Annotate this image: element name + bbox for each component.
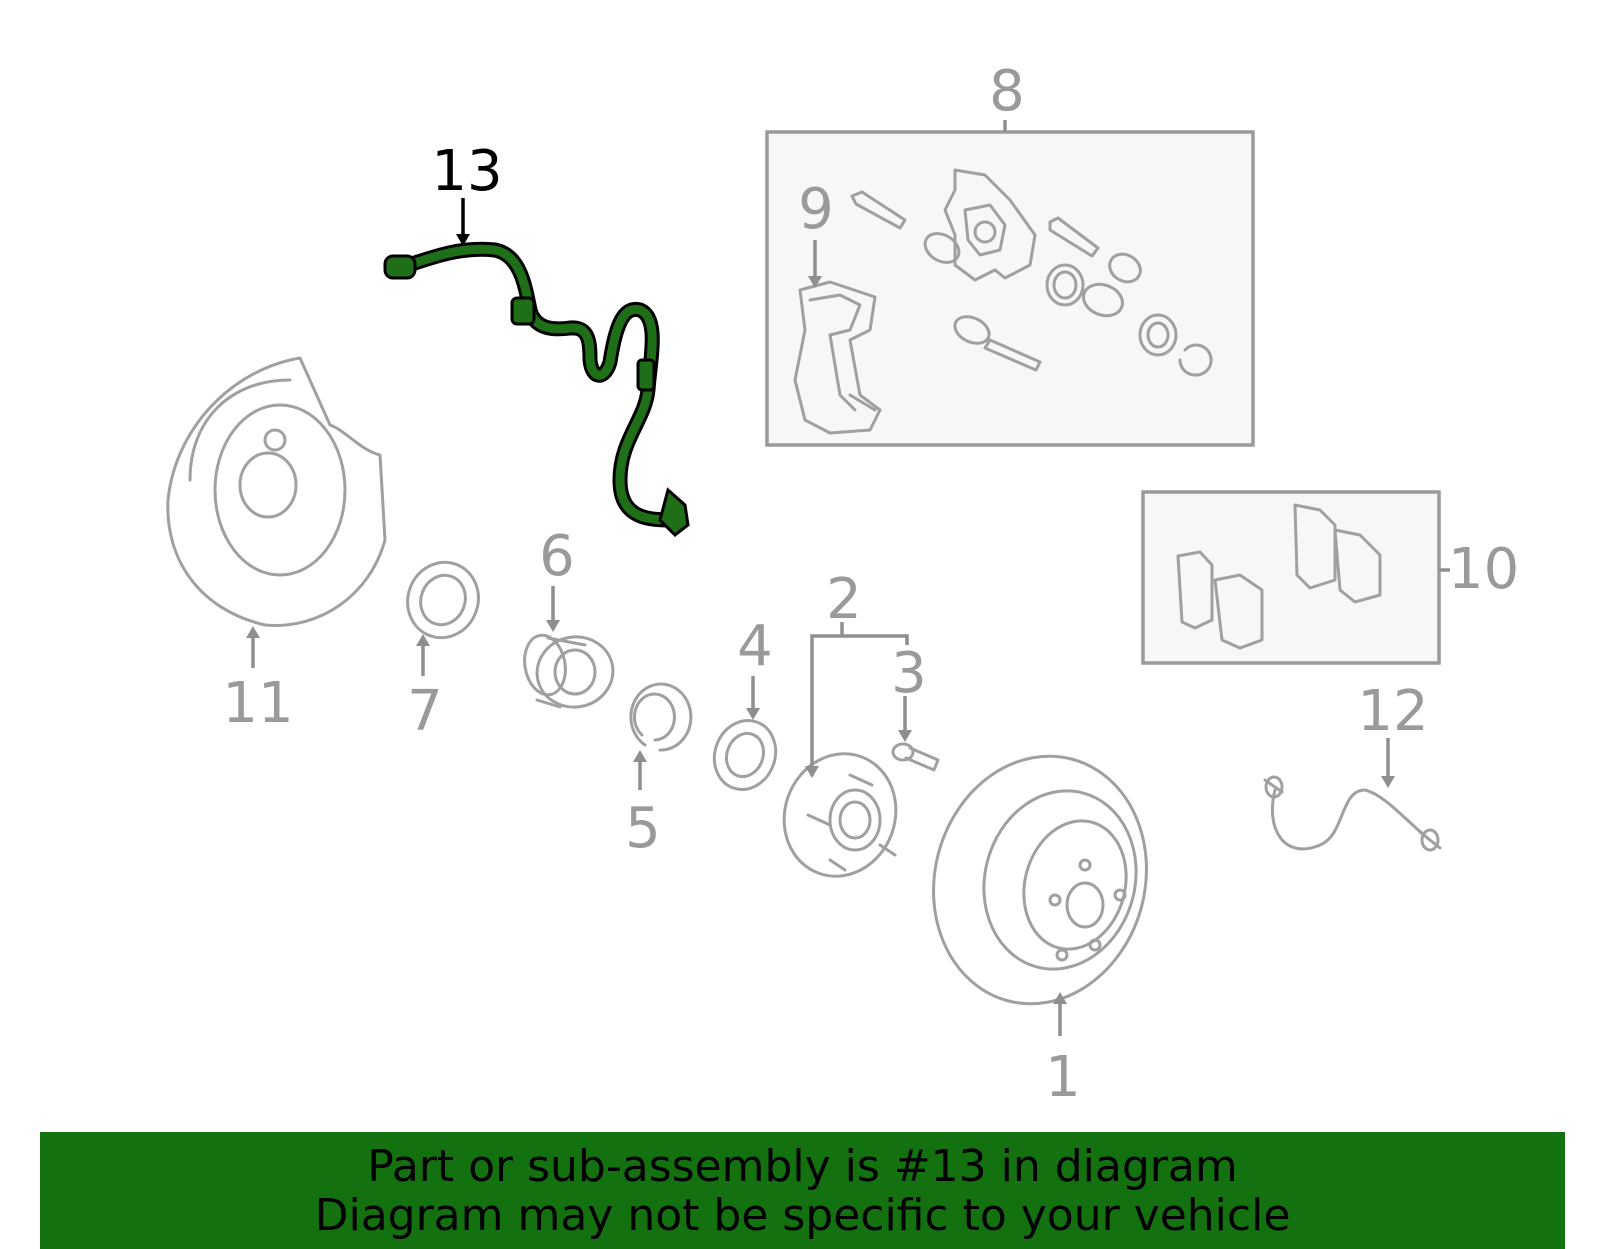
guide-pin-right — [1048, 216, 1100, 258]
callout-11[interactable]: 11 — [222, 671, 293, 736]
boot-1 — [923, 232, 961, 264]
pad-kit-box — [1141, 490, 1441, 665]
hub-part-2[interactable] — [767, 738, 913, 892]
bearing-part-6[interactable] — [520, 631, 618, 713]
callout-12[interactable]: 12 — [1357, 679, 1428, 744]
footer-line-1: Part or sub-assembly is #13 in diagram — [367, 1141, 1238, 1192]
arrow-1 — [1053, 992, 1067, 1004]
abs-sensor-part-13[interactable] — [383, 241, 690, 537]
seal-part-4[interactable] — [705, 712, 785, 798]
rotor-part-1[interactable] — [906, 732, 1174, 1028]
seal-part-7[interactable] — [397, 552, 489, 647]
arrow-6 — [546, 620, 560, 632]
boot-2 — [1108, 252, 1142, 284]
arrow-4 — [746, 708, 760, 720]
caliper-bracket-part-9[interactable] — [793, 280, 882, 435]
snap-ring-part-5[interactable] — [629, 682, 693, 752]
callout-9[interactable]: 9 — [798, 177, 834, 242]
callout-6[interactable]: 6 — [539, 524, 575, 589]
backing-plate-part-11[interactable] — [166, 356, 387, 627]
brake-pads — [1176, 503, 1382, 650]
footer-line-2: Diagram may not be specific to your vehi… — [314, 1190, 1291, 1241]
arrow-5 — [633, 750, 647, 762]
callout-3[interactable]: 3 — [891, 641, 927, 706]
caliper-body — [943, 168, 1037, 282]
guide-pin-lower — [953, 315, 1042, 372]
callout-10[interactable]: 10 — [1448, 537, 1519, 602]
callout-4[interactable]: 4 — [737, 614, 773, 679]
callout-13[interactable]: 13 — [431, 139, 502, 204]
arrow-13 — [456, 234, 470, 246]
footer-banner: Part or sub-assembly is #13 in diagram D… — [40, 1132, 1565, 1249]
arrow-7 — [416, 634, 430, 646]
callout-5[interactable]: 5 — [625, 796, 661, 861]
arrow-12 — [1381, 776, 1395, 788]
arrow-2 — [805, 766, 819, 778]
piston-seal — [1045, 263, 1085, 307]
piston — [1082, 282, 1124, 318]
arrow-3 — [898, 730, 912, 742]
callout-2[interactable]: 2 — [826, 567, 862, 632]
brake-hose-part-12[interactable] — [1263, 775, 1442, 852]
leader-2-3 — [810, 634, 909, 776]
callout-7[interactable]: 7 — [407, 679, 443, 744]
callout-8[interactable]: 8 — [989, 59, 1025, 124]
callout-1[interactable]: 1 — [1045, 1045, 1081, 1110]
clip-ring — [1178, 343, 1213, 377]
arrow-9 — [808, 276, 822, 288]
dust-boot — [1138, 313, 1178, 357]
caliper-kit-box — [765, 130, 1255, 447]
hub-bolt-part-3[interactable] — [891, 742, 940, 772]
guide-pin-upper — [850, 190, 907, 230]
arrow-11 — [246, 626, 260, 638]
